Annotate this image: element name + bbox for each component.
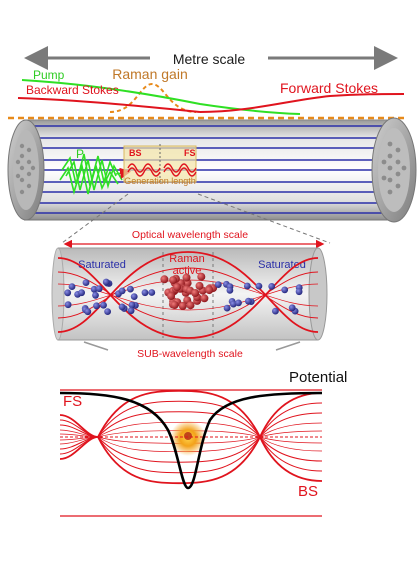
molecule	[160, 275, 169, 284]
molecule	[95, 285, 103, 293]
saturated-left-label: Saturated	[78, 259, 126, 271]
bs-label: BS	[298, 483, 318, 500]
sub-scale-label: SUB-wavelength scale	[137, 348, 243, 360]
molecule	[64, 301, 72, 309]
molecule	[141, 289, 149, 297]
generation-length-label: Generation length	[124, 176, 196, 186]
forward-stokes-label: Forward Stokes	[280, 80, 378, 96]
sub-scale-tick-left	[83, 341, 109, 351]
molecule-active	[167, 292, 176, 300]
molecule	[84, 308, 92, 316]
molecule	[118, 287, 126, 295]
molecule-active	[200, 294, 209, 303]
saturated-right-label: Saturated	[258, 259, 306, 271]
optical-scale-label: Optical wavelength scale	[132, 229, 248, 241]
molecule	[288, 304, 296, 312]
molecule	[205, 286, 214, 295]
molecule	[92, 291, 99, 299]
molecule-active	[191, 289, 200, 297]
molecule	[130, 293, 138, 300]
molecule	[195, 281, 204, 290]
zoom-line-right	[197, 193, 331, 244]
molecule	[128, 301, 136, 309]
pump-label: Pump	[33, 68, 65, 82]
fs-wave	[163, 163, 197, 177]
forward-stokes-curve	[199, 93, 405, 113]
molecule	[82, 279, 90, 286]
molecule	[245, 297, 252, 305]
molecule	[235, 299, 242, 307]
bs-wave	[127, 163, 161, 177]
molecule-active	[186, 301, 195, 310]
mode-curve	[59, 421, 323, 452]
molecule	[78, 289, 85, 297]
molecule	[281, 286, 289, 294]
molecule	[268, 283, 276, 290]
molecule	[118, 303, 126, 311]
pump-curve	[21, 79, 301, 115]
fiber-core-lines	[24, 125, 396, 214]
molecule	[104, 308, 111, 315]
molecule	[223, 304, 231, 312]
molecule	[226, 287, 234, 294]
pump-symbol: P	[76, 147, 84, 161]
molecule	[255, 282, 263, 290]
molecule	[197, 272, 206, 281]
molecule	[102, 278, 110, 286]
molecule-active	[170, 301, 179, 309]
bs-tag: BS	[129, 148, 142, 158]
backward-stokes-curve	[17, 97, 201, 113]
molecule	[126, 285, 134, 293]
molecule	[64, 289, 72, 297]
molecule	[68, 283, 76, 290]
molecule-active	[169, 276, 178, 285]
potential-curve	[59, 391, 323, 490]
molecule	[243, 282, 251, 290]
fs-tag: FS	[184, 148, 196, 158]
molecule	[295, 288, 303, 296]
raman-gain-label: Raman gain	[112, 66, 188, 82]
molecule	[93, 302, 100, 310]
molecule-active	[178, 301, 187, 310]
potential-label: Potential	[289, 369, 347, 386]
mode-curve	[59, 411, 323, 462]
molecule	[272, 307, 279, 315]
molecule	[100, 301, 107, 309]
molecules	[64, 272, 303, 316]
molecule	[214, 281, 222, 288]
molecule	[148, 289, 156, 296]
raman-gain-curve	[109, 82, 197, 113]
metre-scale-label: Metre scale	[173, 51, 246, 67]
backward-stokes-label: Backward Stokes	[26, 83, 119, 97]
sub-scale-tick-right	[275, 341, 301, 351]
fs-label: FS	[63, 393, 82, 410]
raman-active-line1: Raman	[169, 253, 204, 265]
molecule	[90, 285, 98, 293]
raman-molecule	[184, 432, 192, 440]
molecule	[230, 300, 237, 308]
molecule-active	[173, 283, 182, 292]
molecule	[182, 273, 191, 282]
molecule	[127, 307, 135, 315]
